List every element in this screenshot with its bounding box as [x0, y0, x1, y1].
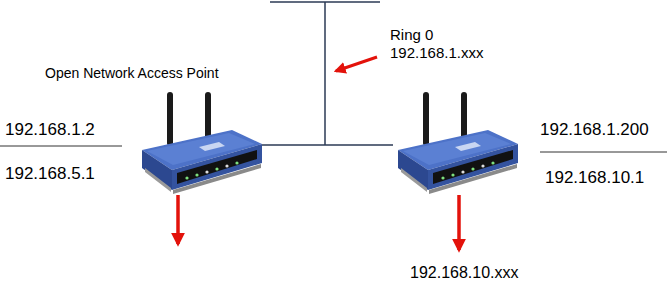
- separator-line: [0, 146, 122, 147]
- ip-address: 192.168.1.200: [540, 120, 649, 140]
- pointer-arrow: [336, 57, 377, 71]
- router-icon: [398, 92, 518, 194]
- ip-address: 192.168.5.1: [5, 164, 95, 184]
- subnet-address: 192.168.10.xxx: [410, 264, 519, 282]
- device-title: Open Network Access Point: [45, 65, 219, 81]
- router-icon: [142, 92, 262, 194]
- pointer-arrow: [176, 195, 180, 244]
- network-wire: [262, 144, 393, 146]
- ip-address: 192.168.1.2: [5, 120, 95, 140]
- label-holder: 192.168.10.1: [545, 168, 644, 188]
- subnet-address: 192.168.1.xxx: [390, 44, 483, 61]
- label-holder: 192.168.1.200: [540, 120, 649, 140]
- label-holder: Ring 0: [390, 26, 433, 43]
- ring-name: Ring 0: [390, 26, 433, 43]
- ip-address: 192.168.10.1: [545, 168, 644, 188]
- network-wire: [324, 2, 326, 145]
- label-holder: 192.168.5.1: [5, 164, 95, 184]
- label-holder: 192.168.10.xxx: [410, 264, 519, 282]
- separator-line: [540, 152, 667, 153]
- label-holder: 192.168.1.xxx: [390, 44, 483, 61]
- label-holder: Open Network Access Point: [45, 65, 219, 81]
- pointer-arrow: [457, 195, 461, 250]
- label-holder: 192.168.1.2: [5, 120, 95, 140]
